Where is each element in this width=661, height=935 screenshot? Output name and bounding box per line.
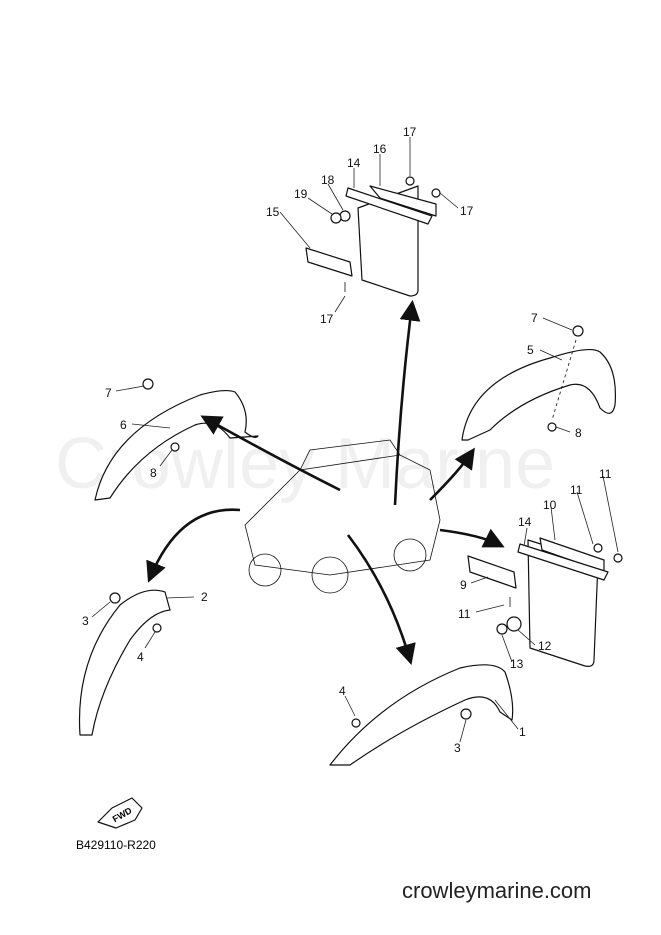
callout-16: 16 bbox=[373, 142, 387, 156]
callout-18: 18 bbox=[321, 173, 335, 187]
callout-4-right: 4 bbox=[339, 684, 346, 698]
washer-12 bbox=[506, 616, 522, 632]
callout-13: 13 bbox=[510, 657, 524, 671]
callout-5: 5 bbox=[527, 343, 534, 357]
bolt-17a bbox=[405, 176, 415, 186]
direction-arrows bbox=[146, 299, 505, 665]
callout-6: 6 bbox=[120, 418, 127, 432]
nut-4-right bbox=[351, 718, 361, 728]
callout-11-c: 11 bbox=[458, 607, 471, 621]
callout-17-right: 17 bbox=[460, 204, 474, 218]
nut-19 bbox=[330, 212, 342, 224]
nut-8-right bbox=[547, 422, 557, 432]
site-url: crowleymarine.com bbox=[402, 878, 592, 903]
callout-2: 2 bbox=[201, 590, 208, 604]
bracket-15 bbox=[305, 247, 353, 277]
callout-14-right: 14 bbox=[518, 515, 532, 529]
bolt-3-right bbox=[460, 708, 472, 720]
callout-11-a: 11 bbox=[599, 467, 612, 481]
callout-8-right: 8 bbox=[575, 426, 582, 440]
callout-3-left: 3 bbox=[82, 614, 89, 628]
bracket-16 bbox=[369, 185, 437, 217]
fender-rear-right bbox=[461, 325, 617, 441]
callout-7-left: 7 bbox=[105, 386, 112, 400]
bolt-7-left bbox=[142, 378, 154, 390]
callout-9: 9 bbox=[460, 578, 467, 592]
callout-17-top: 17 bbox=[403, 125, 417, 139]
stay-14-right bbox=[517, 543, 609, 581]
leader-lines bbox=[91, 137, 619, 743]
vehicle-illustration bbox=[244, 439, 441, 594]
callout-12: 12 bbox=[538, 639, 552, 653]
bolt-17b bbox=[431, 188, 441, 198]
callout-14-top: 14 bbox=[347, 156, 361, 170]
top-mudflap-assembly bbox=[305, 176, 441, 297]
washer-18 bbox=[339, 210, 351, 222]
callout-4-left: 4 bbox=[137, 650, 144, 664]
callout-11-b: 11 bbox=[570, 483, 583, 497]
stay-14-top bbox=[345, 187, 433, 225]
fender-front-right bbox=[329, 664, 514, 766]
callout-17-bottom: 17 bbox=[320, 312, 334, 326]
callout-8-left: 8 bbox=[150, 466, 157, 480]
nut-4-left bbox=[152, 623, 162, 633]
nut-8-left bbox=[170, 442, 180, 452]
diagram-code: B429110-R220 bbox=[76, 838, 156, 852]
callout-15: 15 bbox=[266, 205, 280, 219]
callout-19: 19 bbox=[294, 187, 308, 201]
nut-13 bbox=[496, 623, 508, 635]
right-mudflap-assembly bbox=[467, 537, 623, 667]
callout-1: 1 bbox=[519, 725, 526, 739]
bolt-3-left bbox=[109, 592, 121, 604]
callout-labels: 17 16 14 18 19 15 17 17 7 5 8 7 6 8 2 3 … bbox=[82, 125, 612, 755]
bolt-11a bbox=[593, 543, 603, 553]
bolt-11b bbox=[613, 553, 623, 563]
fender-front-left bbox=[78, 589, 171, 736]
callout-7-right: 7 bbox=[531, 311, 538, 325]
callout-3-right: 3 bbox=[454, 741, 461, 755]
fwd-arrow-icon: FWD bbox=[97, 797, 143, 829]
bolt-7-right bbox=[572, 325, 584, 337]
callout-10: 10 bbox=[543, 498, 557, 512]
bracket-9 bbox=[467, 555, 517, 589]
